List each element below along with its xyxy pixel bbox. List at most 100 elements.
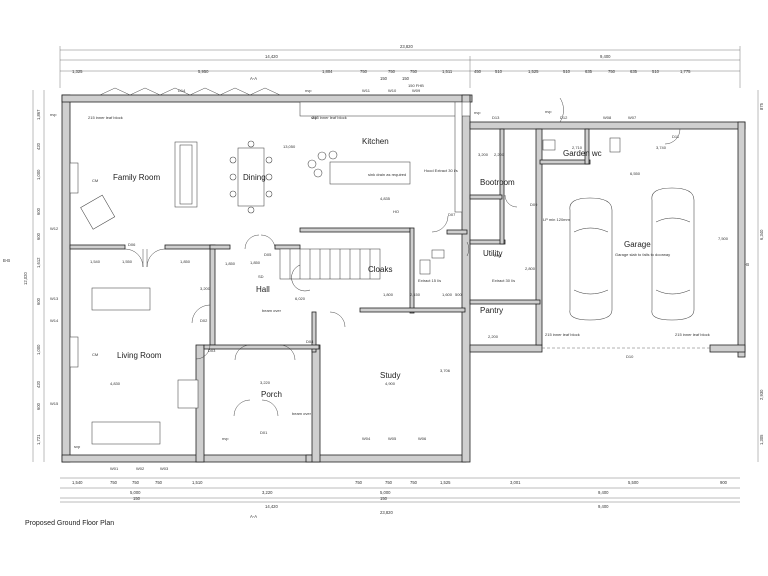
inner-dim: 4,900: [385, 381, 396, 386]
room-study: Study: [380, 371, 400, 380]
bottom-seg2: 9,400: [598, 490, 609, 495]
tag-d03: D03: [208, 348, 216, 353]
room-hall: Hall: [256, 285, 270, 294]
top-seg: 5,950: [198, 69, 209, 74]
top-seg: 1,325: [72, 69, 83, 74]
bottom-seg: 750: [155, 480, 163, 485]
inner-dim: 6,020: [295, 296, 306, 301]
left-seg: 600: [36, 232, 41, 240]
note-nvp-2: nvp: [474, 110, 481, 115]
inner-dim: 2,150: [410, 292, 421, 297]
tag-d13: D13: [492, 115, 500, 120]
tag-d06: D06: [128, 242, 136, 247]
section-aa-top: A-A: [250, 76, 257, 81]
bottom-seg: 1,540: [72, 480, 83, 485]
inner-dim: 3,220: [260, 380, 271, 385]
inner-dim: 2,710: [572, 145, 583, 150]
bottom-sub: 150: [133, 496, 141, 501]
inner-dimensions: 3,200 2,200 2,710 3,740 6,550 7,500 13,0…: [90, 144, 729, 386]
inner-dim: 1,800: [383, 292, 394, 297]
tag-w11: W11: [362, 88, 371, 93]
inner-dim: 2,200: [494, 152, 505, 157]
bottom-seg: 5,500: [628, 480, 639, 485]
inner-dim: 500: [455, 292, 462, 297]
room-labels: Family Room Dining Kitchen Bootroom Gard…: [113, 137, 651, 399]
note-nvp-4: nvp: [545, 109, 552, 114]
tag-w04: W04: [362, 436, 371, 441]
note-nvp-1: nvp: [50, 112, 57, 117]
tag-w02: W02: [136, 466, 145, 471]
drawing-title: Proposed Ground Floor Plan: [25, 520, 115, 527]
right-dimensions: 875 6,340 2,930 1,305 B-B: [742, 90, 764, 462]
left-seg: 420: [36, 142, 41, 150]
note-lp: LP min 120mm: [543, 217, 570, 222]
tag-d02: D02: [200, 318, 208, 323]
note-beam-1: beam over: [262, 308, 282, 313]
top-seg: 750: [608, 69, 616, 74]
note-cm-2: CM: [92, 352, 98, 357]
room-bootroom: Bootroom: [480, 178, 515, 187]
top-right-dim: 9,400: [600, 54, 611, 59]
left-seg: 1,867: [36, 109, 41, 120]
bottom-seg: 750: [385, 480, 393, 485]
top-note: 150 FHB: [408, 83, 424, 88]
top-sub: 150: [380, 76, 388, 81]
bottom-seg: 750: [410, 480, 418, 485]
note-inner-leaf-2: 215 inner leaf block: [312, 115, 347, 120]
tag-d07: D07: [448, 212, 456, 217]
door-swings: [124, 97, 681, 417]
note-sd: SD: [258, 274, 264, 279]
right-overall-dim: 6,340: [759, 229, 764, 240]
room-dining: Dining: [243, 173, 266, 182]
inner-dim: 1,550: [122, 259, 133, 264]
room-garage: Garage: [624, 240, 651, 249]
tag-w03: W03: [160, 466, 169, 471]
bottom-dimensions: 1,540 750 750 750 1,510 750 750 750 1,52…: [60, 477, 740, 519]
inner-dim: 4,830: [110, 381, 121, 386]
bottom-seg2: 3,220: [262, 490, 273, 495]
section-bb-right: B-B: [742, 262, 749, 267]
tag-d09: D09: [530, 202, 538, 207]
note-hood: Hood Extract 30 l/s: [424, 168, 458, 173]
note-extract-cloaks: Extract 15 l/s: [418, 278, 441, 283]
inner-dim: 1,850: [225, 261, 236, 266]
tag-d10: D10: [626, 354, 634, 359]
tag-d12: D12: [560, 115, 568, 120]
garage-cars: [569, 187, 695, 321]
tag-d05: D05: [264, 252, 272, 257]
bottom-overall-dim: 23,820: [380, 510, 393, 515]
top-seg: 1,775: [680, 69, 691, 74]
top-seg: 1,525: [528, 69, 539, 74]
room-pantry: Pantry: [480, 306, 503, 315]
section-bb-left: B-B: [3, 258, 10, 263]
room-porch: Porch: [261, 390, 282, 399]
tag-w12: W12: [50, 226, 59, 231]
inner-dim: 2,200: [488, 334, 499, 339]
note-nvp-3: nvp: [305, 88, 312, 93]
right-seg: 1,305: [759, 434, 764, 445]
top-sub: 150: [402, 76, 410, 81]
left-seg: 600: [36, 207, 41, 215]
inner-dim: 2,800: [525, 266, 536, 271]
room-living: Living Room: [117, 351, 162, 360]
tag-w14: W14: [50, 318, 59, 323]
left-seg: 1,721: [36, 434, 41, 445]
right-seg: 875: [759, 102, 764, 110]
inner-dim: 6,550: [630, 171, 641, 176]
note-garage-slab: Garage slab to falls to doorway: [615, 252, 670, 257]
inner-dim: 13,050: [283, 144, 296, 149]
opening-tags: D14 D13 D12 D11 D06 D05 D07 D08 D09 D10 …: [50, 88, 680, 471]
room-garden-wc: Garden wc: [563, 149, 602, 158]
left-seg: 600: [36, 297, 41, 305]
top-seg: 635: [585, 69, 593, 74]
section-aa-bottom: A-A: [250, 514, 257, 519]
bottom-seg: 750: [110, 480, 118, 485]
right-seg: 2,930: [759, 389, 764, 400]
room-cloaks: Cloaks: [368, 265, 392, 274]
top-seg: 635: [630, 69, 638, 74]
tag-w07: W07: [628, 115, 637, 120]
left-seg: 1,000: [36, 344, 41, 355]
bottom-seg: 750: [132, 480, 140, 485]
bottom-seg: 1,510: [192, 480, 203, 485]
top-seg: 510: [495, 69, 503, 74]
